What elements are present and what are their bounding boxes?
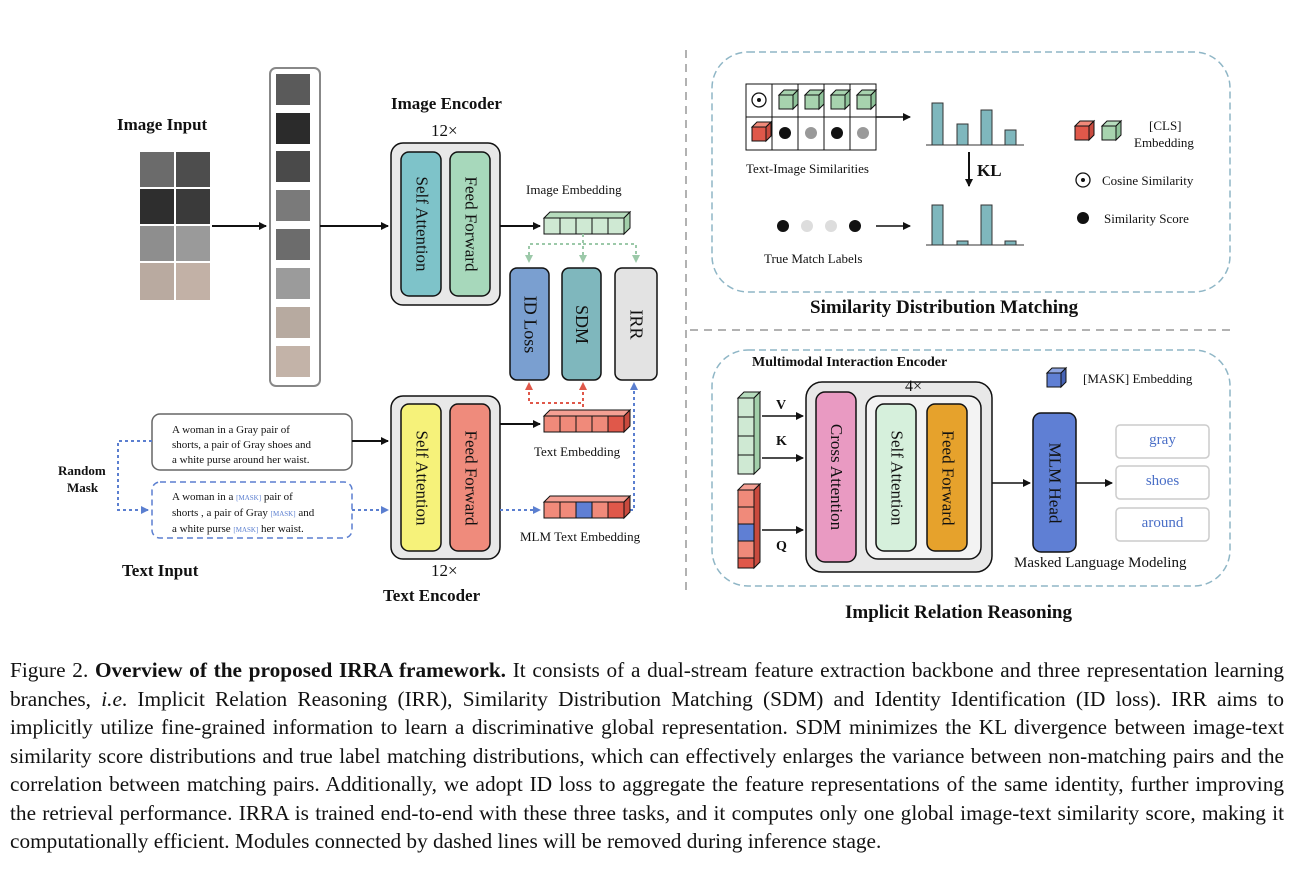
patch-tiles — [276, 74, 310, 377]
true-match-labels-label: True Match Labels — [764, 251, 863, 266]
text-self-attention-label: Self Attention — [412, 430, 432, 525]
irr-repeat: 4× — [905, 378, 923, 395]
k-label: K — [776, 434, 787, 449]
cosine-similarity-legend: Cosine Similarity — [1102, 173, 1194, 188]
image-embedding-label: Image Embedding — [526, 182, 622, 197]
caption-ie: i.e — [101, 686, 122, 711]
cls-legend-line1: [CLS] — [1149, 118, 1182, 133]
cosine-similarity-icon — [751, 92, 767, 108]
kl-label: KL — [977, 161, 1002, 180]
id-loss-block — [509, 267, 550, 381]
mlm-text-embedding-label: MLM Text Embedding — [520, 529, 641, 544]
figure-caption: Figure 2. Overview of the proposed IRRA … — [10, 656, 1284, 856]
text-feed-forward-label: Feed Forward — [461, 430, 480, 525]
output-token-shoes: shoes — [1145, 473, 1180, 489]
text-tokens-column — [736, 482, 762, 570]
multimodal-encoder-title: Multimodal Interaction Encoder — [752, 355, 948, 370]
mlm-head-label: MLM Head — [1045, 442, 1065, 523]
irr-block — [614, 267, 658, 381]
image-tokens-column — [736, 390, 762, 476]
predicted-distribution-bars — [926, 102, 1024, 146]
caption-part2: . Implicit Relation Reasoning (IRR), Sim… — [10, 686, 1285, 854]
similarity-score-legend-icon — [1077, 212, 1089, 224]
mlm-label: Masked Language Modeling — [1014, 555, 1187, 571]
text-self-attention — [400, 403, 442, 552]
irr-label: IRR — [626, 308, 647, 340]
image-feed-forward — [449, 151, 491, 297]
irra-framework-diagram — [117, 50, 1231, 595]
image-encoder-title: Image Encoder — [391, 94, 502, 113]
masked-text-box — [151, 481, 353, 539]
sdm-panel-title: Similarity Distribution Matching — [810, 297, 1079, 318]
random-mask-label-line2: Mask — [67, 480, 99, 495]
image-self-attention — [400, 151, 442, 297]
cls-legend-line2: Embedding — [1134, 135, 1194, 150]
caption-title: Overview of the proposed IRRA framework. — [94, 658, 506, 682]
output-token-box-2 — [1115, 465, 1210, 500]
masked-caption-text: A woman in a [MASK] pair of shorts , a p… — [172, 491, 315, 535]
output-token-gray: gray — [1149, 432, 1176, 448]
output-token-around: around — [1141, 515, 1184, 531]
image-input-patches — [140, 152, 210, 300]
irr-self-attention-label: Self Attention — [887, 430, 907, 525]
similarity-score-dots — [779, 127, 869, 139]
v-label: V — [776, 398, 787, 413]
irr-panel-title: Implicit Relation Reasoning — [845, 602, 1072, 623]
output-token-box-1 — [1115, 424, 1210, 459]
mask-token: [MASK] — [236, 494, 262, 502]
id-loss-label: ID Loss — [520, 295, 540, 353]
output-token-box-3 — [1115, 507, 1210, 542]
mask-token: [MASK] — [270, 510, 296, 518]
caption-part1: It consists of a dual-stream feature ext… — [10, 658, 1285, 711]
cross-attention-block — [815, 391, 857, 563]
irr-self-attention — [875, 403, 917, 552]
image-self-attention-label: Self Attention — [412, 176, 432, 272]
mlm-text-embedding-cubes — [542, 494, 632, 520]
image-cls-cubes-row — [777, 88, 878, 111]
sdm-block — [561, 267, 602, 381]
text-encoder-repeat: 12× — [431, 561, 458, 580]
true-distribution-bars — [926, 204, 1024, 246]
sdm-label: SDM — [572, 304, 593, 344]
similarity-score-legend: Similarity Score — [1104, 211, 1189, 226]
text-encoder-title: Text Encoder — [383, 586, 481, 605]
text-embedding-cubes — [542, 408, 632, 434]
text-embedding-label: Text Embedding — [534, 444, 621, 459]
cosine-similarity-legend-icon — [1075, 172, 1091, 188]
cls-embedding-legend-icon — [1073, 119, 1123, 142]
mask-embedding-legend-icon — [1045, 366, 1068, 389]
text-input-label: Text Input — [122, 561, 199, 580]
mask-embedding-legend: [MASK] Embedding — [1083, 371, 1193, 386]
irr-feed-forward-label: Feed Forward — [938, 430, 957, 525]
image-feed-forward-label: Feed Forward — [461, 176, 480, 272]
image-embedding-cubes — [542, 210, 632, 236]
text-cls-cube — [750, 120, 773, 143]
mask-token: [MASK] — [233, 526, 259, 534]
figure-label: Figure 2. — [10, 658, 89, 682]
original-caption-text: A woman in a Gray pair of shorts, a pair… — [172, 424, 311, 466]
q-label: Q — [776, 539, 787, 554]
image-input-label: Image Input — [117, 115, 208, 134]
true-match-label-dots — [777, 220, 861, 232]
image-encoder-repeat: 12× — [431, 121, 458, 140]
random-mask-label-line1: Random — [58, 463, 106, 478]
text-image-similarities-label: Text-Image Similarities — [746, 161, 869, 176]
irr-feed-forward — [926, 403, 968, 552]
text-feed-forward — [449, 403, 491, 552]
cross-attention-label: Cross Attention — [827, 423, 847, 531]
